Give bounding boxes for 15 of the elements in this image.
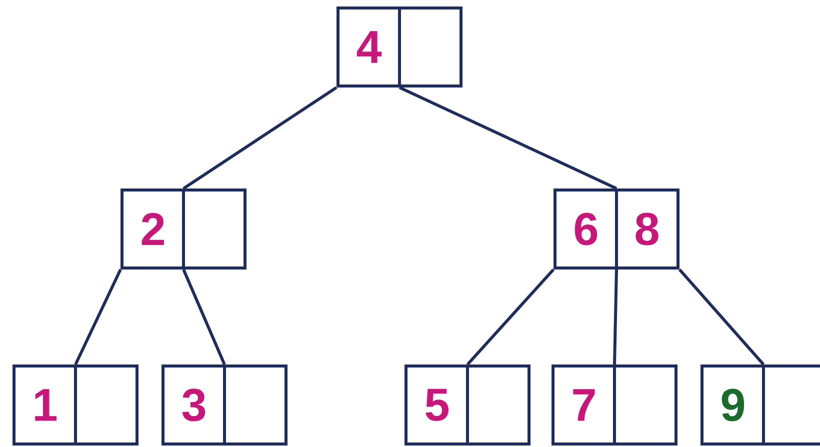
tree-edge [613, 269, 618, 365]
tree-edge [74, 268, 122, 366]
tree-edge [182, 86, 338, 190]
tree-edge [466, 268, 555, 366]
tree-node-box: 2 [120, 188, 246, 270]
tree-node-box: 1 [12, 364, 138, 446]
tree-node-box: 3 [162, 364, 288, 446]
tree-edge [678, 268, 765, 366]
tree-node-box: 9 [700, 364, 820, 446]
tree-node-box: 5 [404, 364, 530, 446]
tree-node-box: 6 8 [554, 188, 680, 270]
tree-edge [398, 86, 618, 190]
tree-node-box: 4 [336, 6, 462, 88]
tree-edge [182, 268, 226, 366]
tree-node-box: 7 [552, 364, 678, 446]
